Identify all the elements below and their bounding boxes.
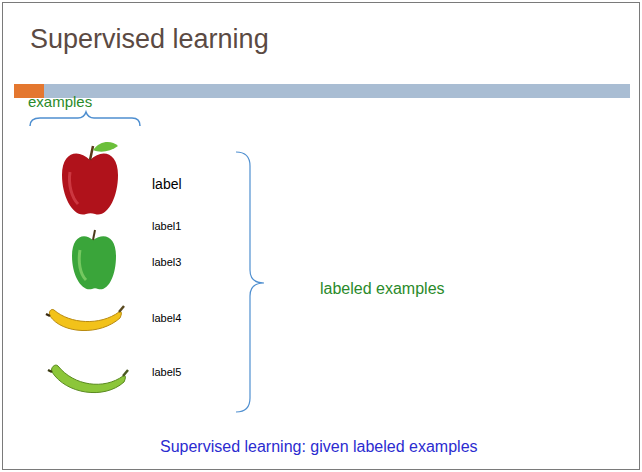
examples-brace [30, 112, 140, 126]
title-bar [44, 84, 630, 98]
green-apple [72, 230, 116, 289]
label-heading: label [152, 176, 182, 192]
example-label: label4 [152, 312, 181, 325]
caption: Supervised learning: given labeled examp… [160, 438, 478, 456]
slide-frame [3, 3, 640, 470]
bracket-label: labeled examples [320, 280, 445, 298]
labels-bracket [236, 152, 264, 412]
example-label: label3 [152, 256, 181, 269]
examples-label: examples [28, 93, 92, 110]
green-banana [48, 365, 128, 393]
red-apple [62, 142, 118, 215]
slide-title: Supervised learning [30, 24, 269, 55]
example-label: label5 [152, 366, 181, 379]
example-label: label1 [152, 220, 181, 233]
yellow-banana [46, 306, 124, 331]
